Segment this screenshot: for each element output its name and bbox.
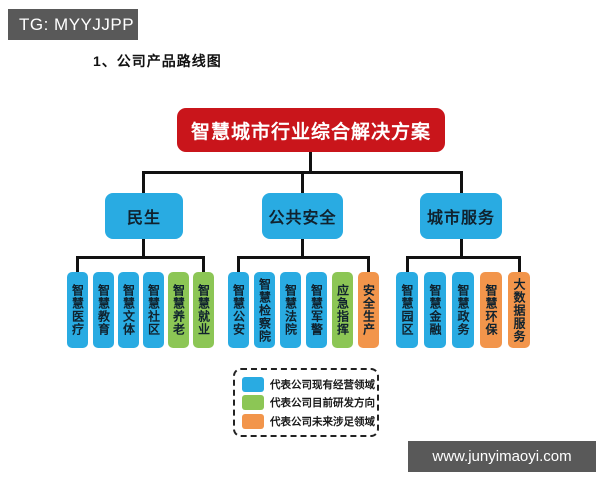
connector-g2-drop: [301, 239, 304, 259]
leaf-smart-finance: 智慧金融: [424, 272, 446, 348]
leaf-label: 智慧公安: [231, 284, 246, 336]
leaf-smart-environment: 智慧环保: [480, 272, 502, 348]
legend-label: 代表公司目前研发方向: [270, 397, 375, 409]
leaf-smart-military-police: 智慧军警: [306, 272, 327, 348]
connector-g3-drop: [460, 239, 463, 259]
leaf-label: 应急指挥: [335, 284, 350, 336]
leaf-label: 智慧养老: [171, 284, 186, 336]
watermark-top-left: TG: MYYJJPP: [8, 9, 138, 40]
leaf-smart-court: 智慧法院: [280, 272, 301, 348]
connector-g3-stub-left: [406, 256, 409, 272]
leaf-smart-education: 智慧教育: [93, 272, 114, 348]
connector-g3-rail: [406, 256, 521, 259]
leaf-smart-culture-sport: 智慧文体: [118, 272, 139, 348]
leaf-label: 智慧就业: [196, 284, 211, 336]
legend-label: 代表公司现有经营领域: [270, 378, 375, 391]
section-heading: 1、公司产品路线图: [93, 53, 222, 69]
root-node-title: 智慧城市行业综合解决方案: [177, 108, 445, 152]
leaf-big-data-service: 大数据服务: [508, 272, 530, 348]
leaf-smart-park: 智慧园区: [396, 272, 418, 348]
connector-g2-rail: [237, 256, 370, 259]
legend-item-rnd: 代表公司目前研发方向: [242, 395, 375, 410]
legend: 代表公司现有经营领域 代表公司目前研发方向 代表公司未来涉足领域: [233, 368, 379, 437]
watermark-url: www.junyimaoyi.com: [408, 441, 596, 472]
leaf-smart-elderly-care: 智慧养老: [168, 272, 189, 348]
branch-public-safety: 公共安全: [262, 193, 343, 239]
legend-swatch-current: [242, 376, 264, 392]
branch-livelihood: 民生: [105, 193, 183, 239]
leaf-smart-police: 智慧公安: [228, 272, 249, 348]
leaf-label: 智慧社区: [146, 284, 161, 336]
connector-g1-rail: [76, 256, 205, 259]
branch-city-services: 城市服务: [420, 193, 502, 239]
leaf-label: 安全生产: [361, 284, 376, 336]
leaf-smart-medical: 智慧医疗: [67, 272, 88, 348]
connector-trunk: [309, 152, 312, 173]
connector-g1-stub-left: [76, 256, 79, 272]
leaf-label: 智慧军警: [309, 284, 324, 336]
leaf-smart-community: 智慧社区: [143, 272, 164, 348]
legend-item-current: 代表公司现有经营领域: [242, 376, 375, 392]
leaf-smart-employment: 智慧就业: [193, 272, 214, 348]
connector-drop-city-services: [460, 171, 463, 193]
leaf-smart-procuratorate: 智慧检察院: [254, 272, 275, 348]
legend-item-future: 代表公司未来涉足领域: [242, 413, 375, 429]
leaf-work-safety: 安全生产: [358, 272, 379, 348]
connector-drop-livelihood: [142, 171, 145, 193]
leaf-emergency-command: 应急指挥: [332, 272, 353, 348]
connector-g3-stub-right: [518, 256, 521, 272]
leaf-label: 智慧文体: [121, 284, 136, 336]
leaf-label: 智慧园区: [400, 284, 414, 336]
legend-swatch-future: [242, 413, 264, 429]
connector-g1-stub-right: [202, 256, 205, 272]
leaf-label: 智慧法院: [283, 284, 298, 336]
leaf-label: 大数据服务: [512, 277, 526, 343]
leaf-label: 智慧环保: [484, 284, 498, 336]
connector-g2-stub-left: [237, 256, 240, 272]
leaf-label: 智慧政务: [456, 284, 470, 336]
legend-swatch-rnd: [242, 395, 264, 410]
leaf-label: 智慧医疗: [70, 284, 85, 336]
connector-g1-drop: [142, 239, 145, 259]
leaf-label: 智慧教育: [96, 284, 111, 336]
legend-label: 代表公司未来涉足领域: [270, 415, 375, 428]
leaf-label: 智慧检察院: [257, 277, 272, 343]
connector-drop-public-safety: [301, 171, 304, 193]
connector-g2-stub-right: [367, 256, 370, 272]
leaf-smart-government: 智慧政务: [452, 272, 474, 348]
leaf-label: 智慧金融: [428, 284, 442, 336]
